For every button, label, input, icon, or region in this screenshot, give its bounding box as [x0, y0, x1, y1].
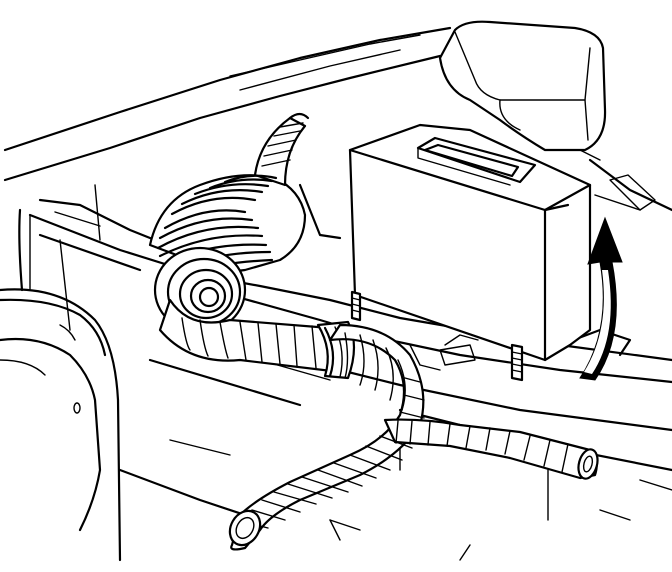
stud-left	[350, 290, 362, 322]
removal-arrow	[579, 216, 623, 381]
ribbed-duct	[148, 112, 342, 274]
branch-hose-main	[228, 323, 425, 551]
rear-seat-back	[438, 20, 607, 152]
branch-hose-right	[383, 418, 599, 480]
vehicle-body-outline	[3, 26, 672, 561]
stud-right	[510, 343, 524, 382]
studs	[350, 290, 524, 382]
module-box	[348, 123, 592, 366]
wheelhouse	[0, 288, 122, 562]
